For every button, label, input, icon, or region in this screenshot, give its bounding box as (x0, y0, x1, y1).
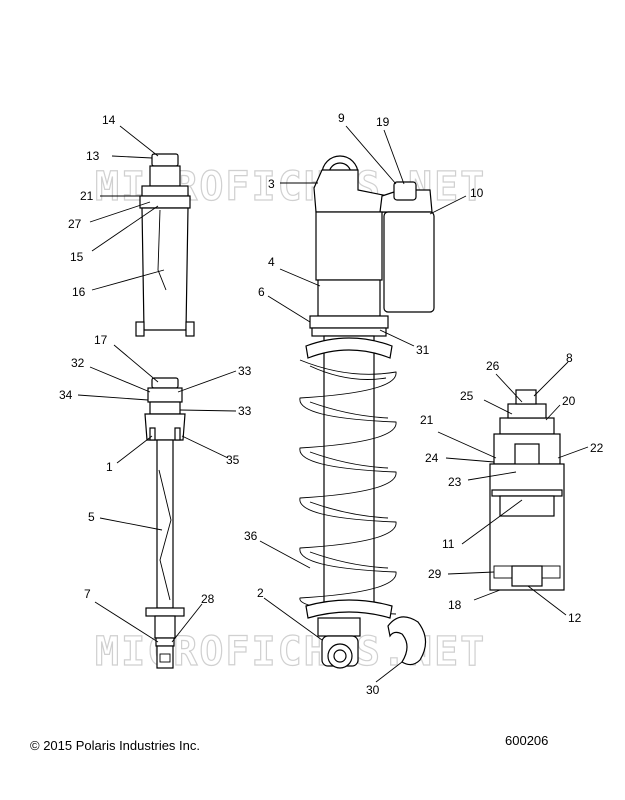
callout-22: 22 (590, 441, 604, 455)
callout-9: 9 (338, 111, 345, 125)
callout-32: 32 (71, 356, 85, 370)
callout-5: 5 (88, 510, 95, 524)
callout-7: 7 (84, 587, 91, 601)
callout-21-right: 21 (420, 413, 434, 427)
callout-35: 35 (226, 453, 240, 467)
diagram-number: 600206 (505, 733, 549, 748)
callout-15: 15 (70, 250, 84, 264)
callout-16: 16 (72, 285, 86, 299)
callout-18: 18 (448, 598, 462, 612)
callout-4: 4 (268, 255, 275, 269)
callout-13: 13 (86, 149, 100, 163)
callout-19: 19 (376, 115, 390, 129)
callout-27: 27 (68, 217, 82, 231)
callout-28: 28 (201, 592, 215, 606)
callout-23: 23 (448, 475, 462, 489)
shock-shaft-assembly (135, 153, 195, 669)
callout-33-lower: 33 (238, 404, 252, 418)
callout-29: 29 (428, 567, 442, 581)
callout-24: 24 (425, 451, 439, 465)
callout-36: 36 (244, 529, 258, 543)
callout-6: 6 (258, 285, 265, 299)
watermark-bottom: MICROFICHES.NET (95, 629, 486, 675)
leader-lines (77, 125, 589, 683)
callout-25: 25 (460, 389, 474, 403)
reservoir-assembly (489, 389, 565, 591)
callout-33-upper: 33 (238, 364, 252, 378)
callout-10: 10 (470, 186, 484, 200)
callout-21-left: 21 (80, 189, 94, 203)
callout-3: 3 (268, 177, 275, 191)
callout-31: 31 (416, 343, 430, 357)
callout-2: 2 (257, 586, 264, 600)
callout-34: 34 (59, 388, 73, 402)
shock-assembly (299, 155, 435, 669)
callout-labels: 14 13 21 27 15 16 17 32 34 1 5 7 28 33 3… (59, 111, 604, 697)
callout-30: 30 (366, 683, 380, 697)
callout-12: 12 (568, 611, 582, 625)
callout-26: 26 (486, 359, 500, 373)
callout-17: 17 (94, 333, 108, 347)
callout-8: 8 (566, 351, 573, 365)
callout-20: 20 (562, 394, 576, 408)
callout-14: 14 (102, 113, 116, 127)
callout-11: 11 (442, 537, 455, 551)
copyright-notice: © 2015 Polaris Industries Inc. (30, 738, 200, 753)
callout-1: 1 (106, 460, 113, 474)
